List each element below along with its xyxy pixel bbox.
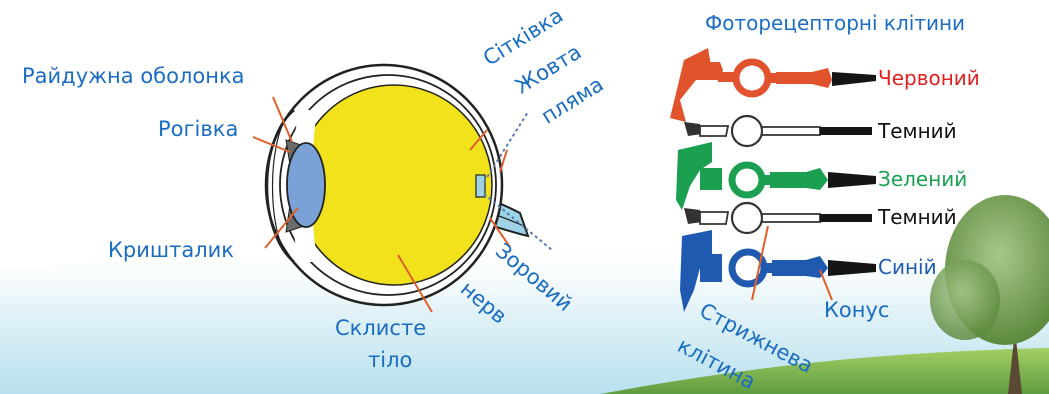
photoreceptors-title: Фоторецепторні клітини: [705, 13, 965, 33]
label-iris: Райдужна оболонка: [22, 66, 245, 87]
macula-spot: [476, 175, 485, 197]
label-dark-rod-2: Темний: [878, 207, 957, 227]
label-cone: Конус: [824, 300, 889, 321]
label-cornea: Рогівка: [158, 119, 238, 140]
label-lens: Кришталик: [108, 240, 234, 261]
label-vitreous-line2: тіло: [368, 350, 412, 371]
label-vitreous-line1: Склисте: [335, 318, 426, 339]
label-green-cone: Зелений: [878, 169, 967, 189]
label-dark-rod-1: Темний: [878, 121, 957, 141]
label-red-cone: Червоний: [878, 68, 980, 88]
label-blue-cone: Синій: [878, 257, 937, 277]
